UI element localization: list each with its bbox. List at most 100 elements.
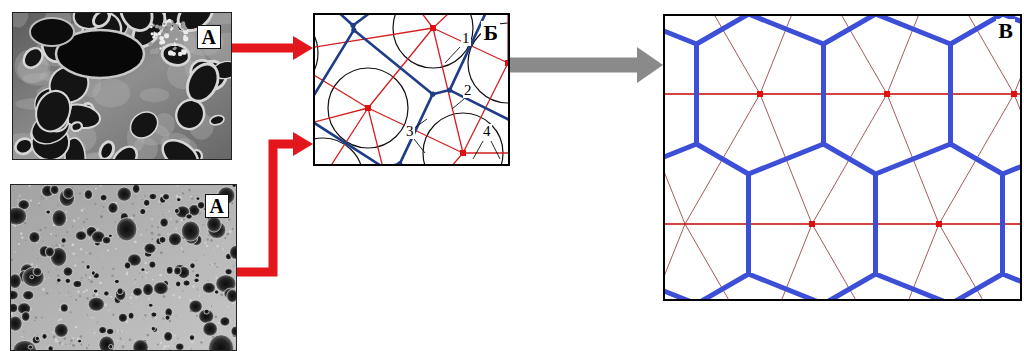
speckle (57, 274, 59, 276)
speckle (139, 272, 140, 273)
panel-letter: А (205, 194, 229, 218)
speckle (143, 319, 144, 320)
speckle (209, 306, 210, 307)
pore (160, 42, 191, 68)
speckle (14, 252, 15, 253)
speckle (119, 331, 120, 332)
debris (157, 38, 159, 40)
speckle (146, 209, 147, 210)
speckle (86, 297, 89, 300)
speckle (146, 270, 148, 272)
pore (22, 267, 44, 287)
speckle (74, 264, 77, 267)
speckle (111, 274, 114, 277)
pore (73, 280, 82, 287)
wall-node (351, 27, 356, 32)
speckle (175, 220, 178, 223)
debris (181, 49, 186, 54)
speckle (55, 235, 57, 237)
pore (166, 266, 173, 274)
speckle (159, 274, 162, 277)
pore (207, 217, 222, 233)
speckle (122, 346, 125, 349)
speckle (89, 276, 92, 279)
speckle (117, 340, 119, 342)
pore (88, 297, 104, 311)
pore (181, 221, 200, 241)
pore (118, 313, 127, 322)
speckle (112, 314, 114, 316)
pore (114, 279, 119, 283)
speckle (115, 235, 116, 236)
speckle (72, 337, 74, 339)
speckle (196, 260, 197, 261)
debris (173, 27, 178, 32)
speckle (191, 197, 194, 200)
pore (125, 107, 163, 144)
speckle (99, 282, 102, 285)
speckle (145, 271, 148, 274)
speckle (216, 245, 219, 248)
pore (45, 247, 54, 257)
pore (109, 344, 113, 349)
pore (30, 86, 75, 136)
speckle (66, 211, 68, 213)
speckle (140, 234, 142, 236)
speckle (174, 343, 175, 344)
speckle (46, 199, 47, 200)
speckle (52, 331, 54, 333)
speckle (228, 218, 230, 220)
speckle (151, 238, 153, 240)
speckle (72, 344, 75, 347)
panel-letter: А (197, 25, 221, 49)
speckle (110, 296, 112, 298)
pore (154, 282, 169, 295)
speckle (211, 306, 212, 307)
pore (202, 282, 215, 293)
debris (164, 33, 169, 38)
pore (157, 134, 203, 160)
speckle (11, 313, 14, 316)
speckle (70, 343, 71, 344)
speckle (177, 338, 179, 340)
speckle (35, 316, 38, 319)
speckle (192, 285, 195, 288)
center-dot (460, 150, 466, 156)
speckle (170, 218, 172, 220)
debris (183, 35, 186, 38)
pore (10, 316, 22, 331)
speckle (229, 212, 230, 213)
center-dot (430, 25, 436, 31)
pore (65, 278, 71, 283)
callout-number: 2 (463, 83, 473, 98)
speckle (93, 332, 95, 334)
pore (33, 267, 42, 275)
speckle (102, 211, 103, 212)
speckle (191, 349, 192, 350)
debris (172, 44, 174, 46)
speckle (178, 296, 181, 299)
speckle (145, 277, 147, 279)
speckle (202, 339, 203, 340)
arrow-shaft (510, 58, 637, 73)
pore (141, 268, 145, 272)
callout-number: 1 (461, 31, 471, 46)
debris (179, 31, 181, 33)
pore (54, 323, 68, 337)
pore (63, 267, 73, 276)
speckle (48, 277, 49, 278)
speckle (80, 248, 83, 251)
pore (140, 208, 146, 214)
speckle (91, 317, 93, 319)
speckle (39, 205, 41, 207)
speckle (117, 330, 119, 332)
pore (90, 12, 112, 30)
speckle (132, 203, 134, 205)
speckle (72, 243, 75, 246)
speckle (21, 336, 23, 338)
speckle (181, 247, 183, 249)
speckle (78, 217, 80, 219)
speckle (182, 290, 184, 292)
debris (172, 41, 174, 43)
